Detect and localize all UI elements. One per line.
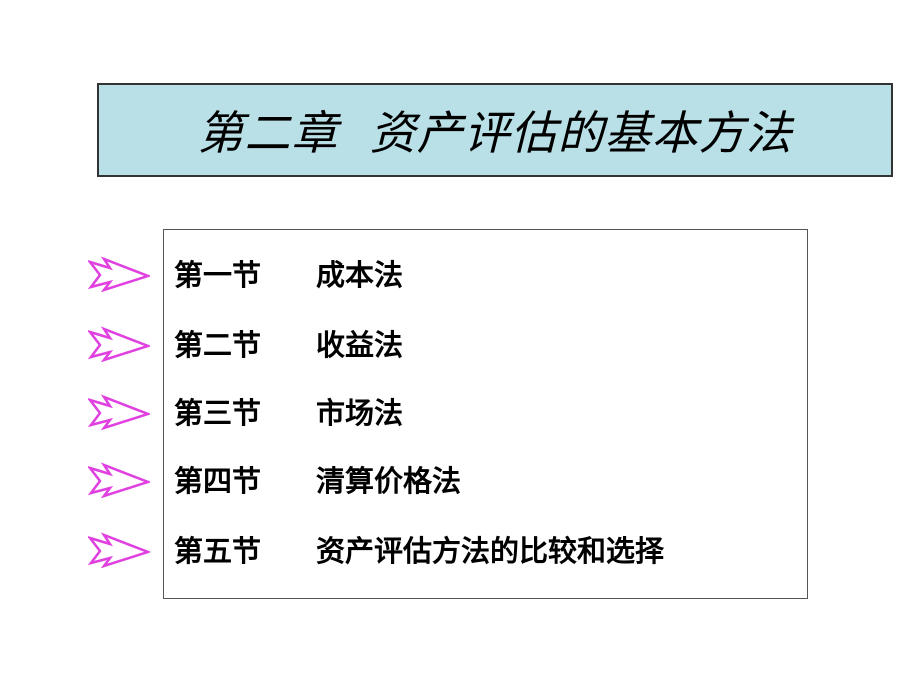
section-list: 第一节 成本法第二节 收益法第三节 市场法第四节 清算价格法第五节 资产评估方法的比较和选… bbox=[163, 229, 808, 599]
section-number: 第一节 bbox=[174, 258, 262, 292]
double-arrow-icon bbox=[88, 394, 150, 430]
section-number: 第四节 bbox=[174, 464, 262, 498]
section-number: 第三节 bbox=[174, 396, 262, 430]
double-arrow-icon bbox=[88, 256, 150, 292]
double-arrow-icon bbox=[88, 462, 150, 498]
double-arrow-icon bbox=[88, 532, 150, 568]
section-name: 成本法 bbox=[316, 258, 404, 292]
title-box: 第二章 资产评估的基本方法 bbox=[97, 83, 893, 177]
section-number: 第五节 bbox=[174, 534, 262, 568]
double-arrow-icon bbox=[88, 326, 150, 362]
section-number: 第二节 bbox=[174, 328, 262, 362]
slide-title: 第二章 资产评估的基本方法 bbox=[197, 106, 793, 160]
section-name: 清算价格法 bbox=[316, 464, 462, 498]
section-name: 市场法 bbox=[316, 396, 404, 430]
section-name: 收益法 bbox=[316, 328, 404, 362]
section-name: 资产评估方法的比较和选择 bbox=[316, 534, 665, 568]
